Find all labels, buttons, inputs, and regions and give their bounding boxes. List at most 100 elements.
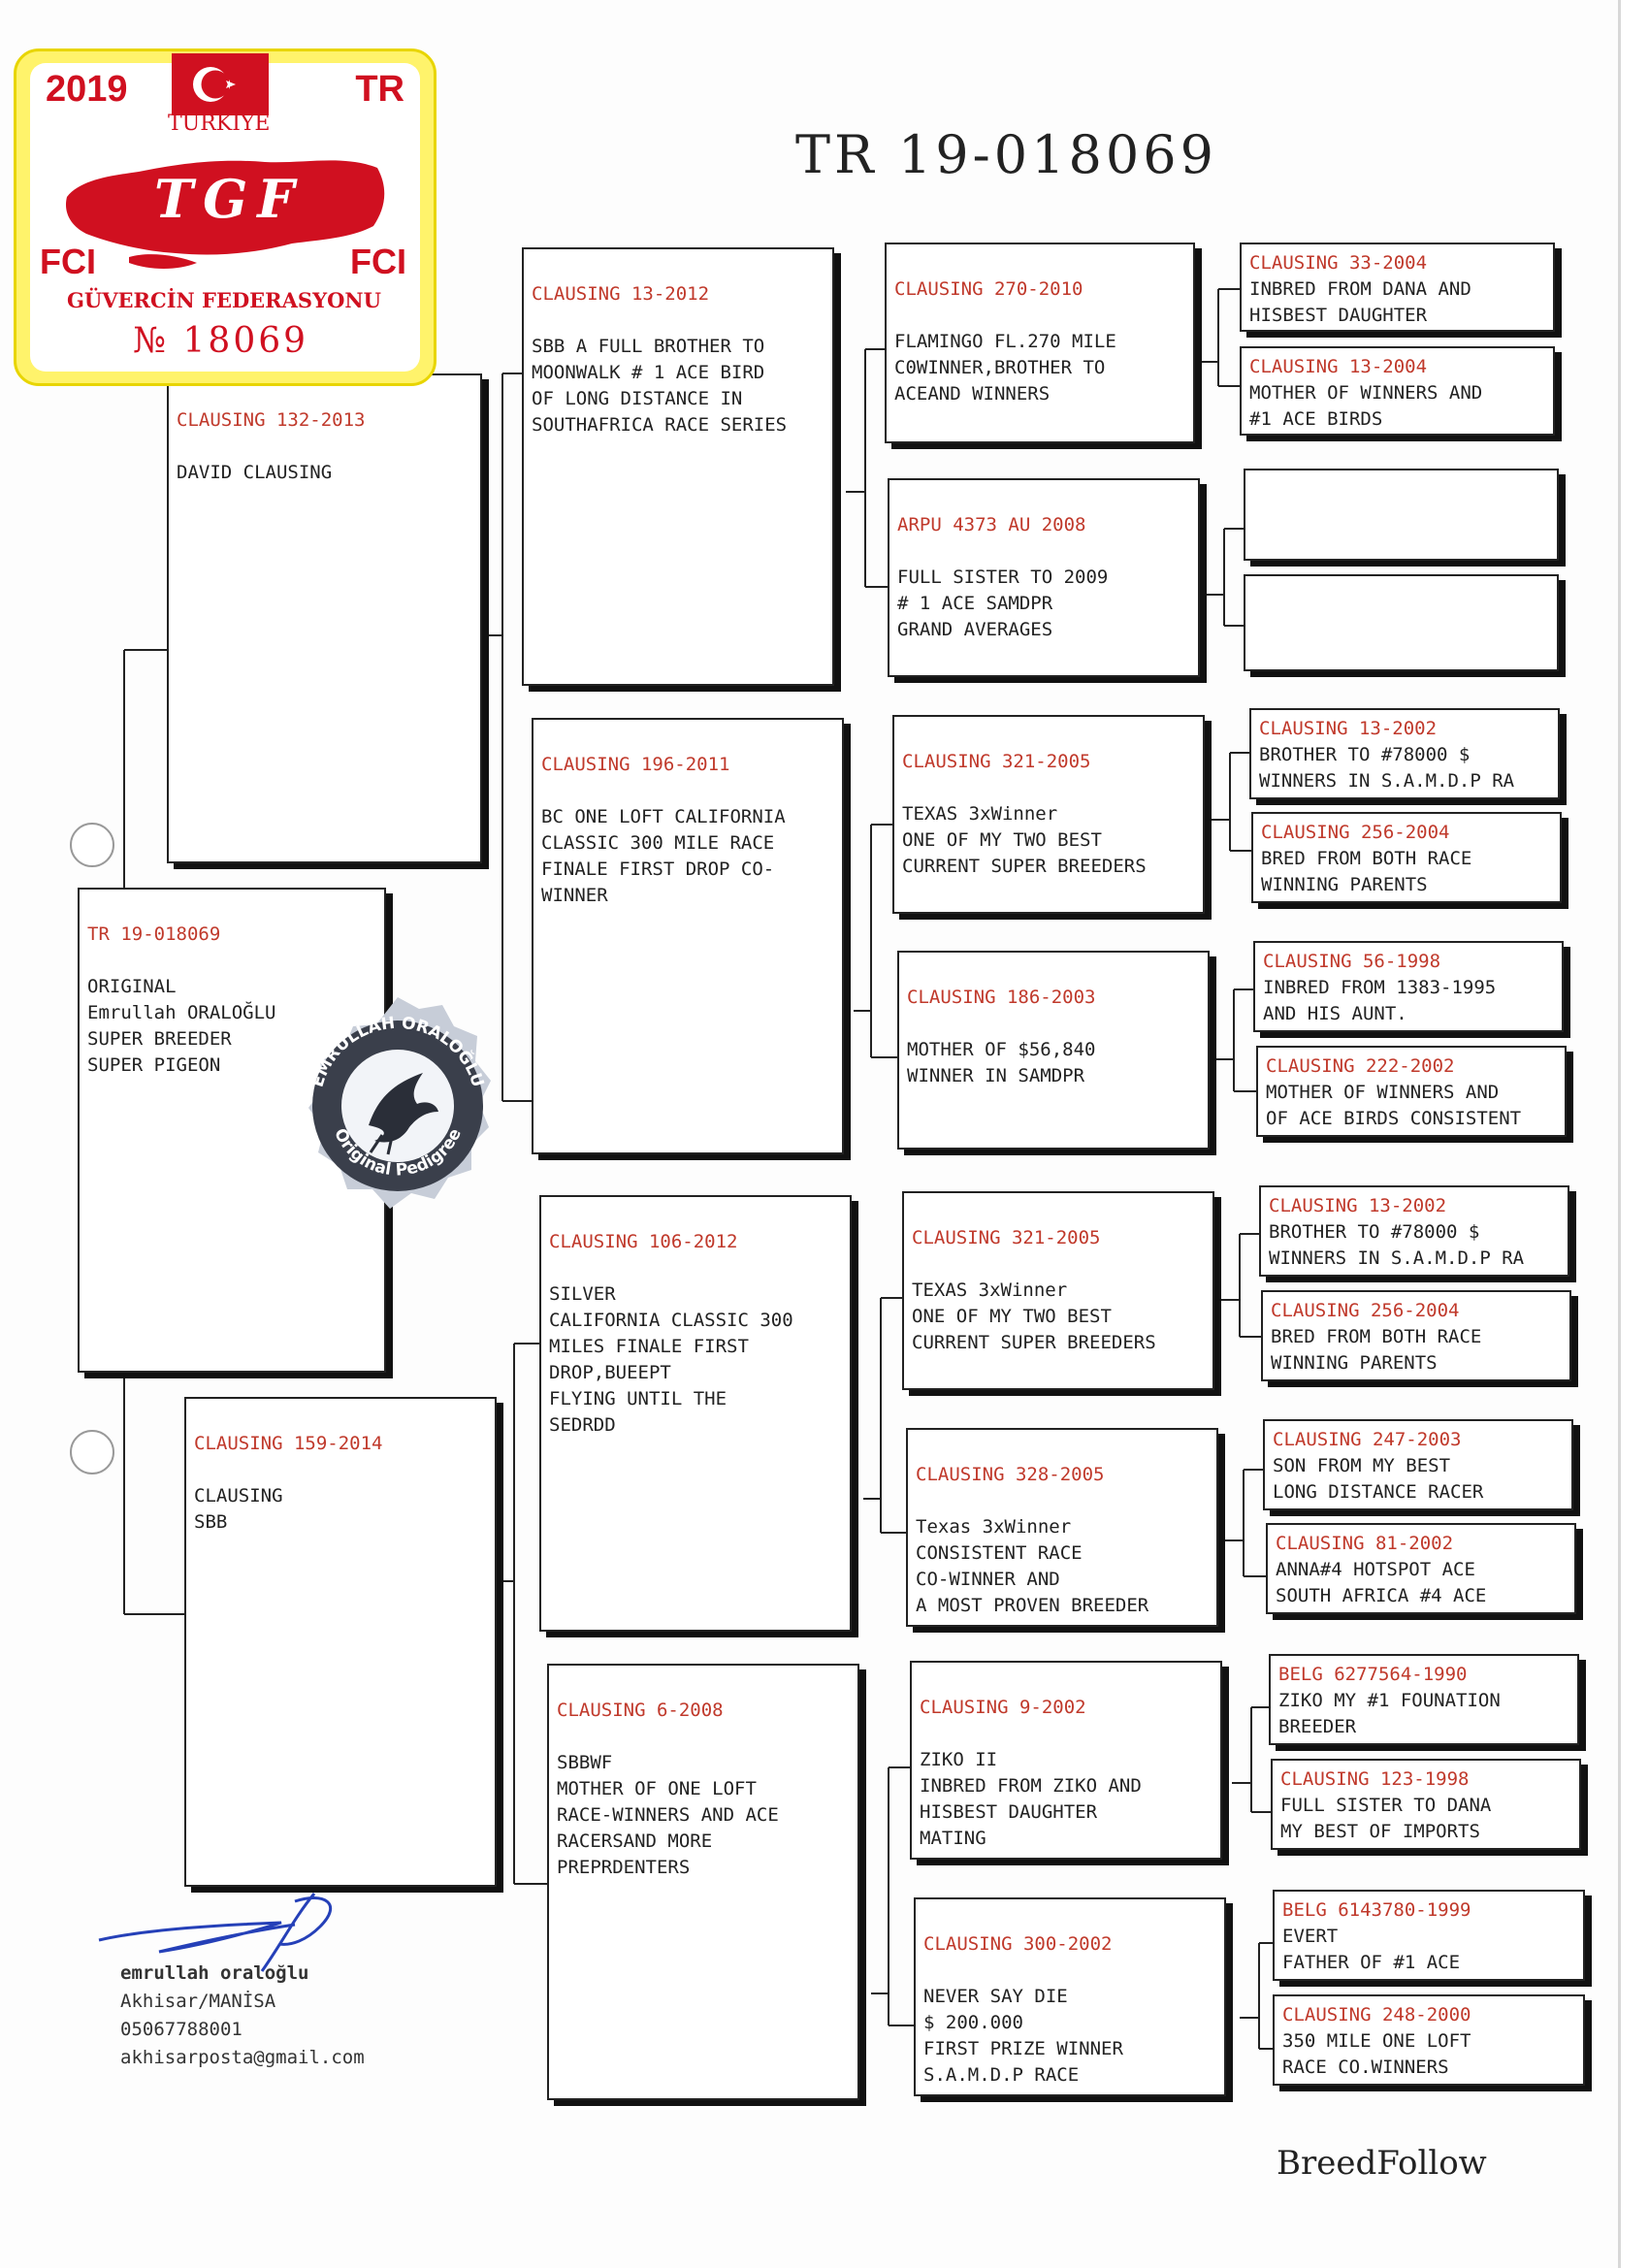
owner-phone: 05067788001 — [120, 2019, 242, 2040]
grandparent-ring: CLAUSING 13-2012 — [532, 283, 710, 305]
great-grandparent-box: ARPU 4373 AU 2008 FULL SISTER TO 2009 # … — [888, 478, 1200, 677]
great-grandparent-text: TEXAS 3xWinner ONE OF MY TWO BEST CURREN… — [912, 1280, 1156, 1353]
ancestor-ring: CLAUSING 256-2004 — [1271, 1300, 1460, 1321]
great-grandparent-box: CLAUSING 321-2005 TEXAS 3xWinner ONE OF … — [902, 1191, 1214, 1390]
grandparent-ring: CLAUSING 6-2008 — [557, 1700, 724, 1721]
great-grandparent-ring: CLAUSING 321-2005 — [902, 751, 1091, 772]
grandparent-box: CLAUSING 106-2012 SILVER CALIFORNIA CLAS… — [539, 1195, 852, 1632]
stamp-fci-left: FCI — [40, 242, 96, 281]
great-grandparent-ring: CLAUSING 186-2003 — [907, 987, 1096, 1008]
turkish-flag-icon — [172, 53, 269, 115]
stamp-country: TÜRKİYE — [168, 112, 271, 136]
sire-text: DAVID CLAUSING — [177, 462, 333, 483]
grandparent-text: SBB A FULL BROTHER TO MOONWALK # 1 ACE B… — [532, 336, 788, 436]
subject-ring: TR 19-018069 — [87, 923, 221, 945]
great-grandparent-ring: CLAUSING 9-2002 — [920, 1697, 1086, 1718]
grandparent-text: BC ONE LOFT CALIFORNIA CLASSIC 300 MILE … — [541, 806, 786, 906]
brand-logo: BreedFollow — [1277, 2144, 1487, 2183]
great-grandparent-text: TEXAS 3xWinner ONE OF MY TWO BEST CURREN… — [902, 803, 1147, 877]
stamp-federation: GÜVERCİN FEDERASYONU — [67, 288, 381, 312]
great-grandparent-text: MOTHER OF $56,840 WINNER IN SAMDPR — [907, 1039, 1096, 1086]
grandparent-ring: CLAUSING 196-2011 — [541, 754, 730, 775]
ancestor-text: SON FROM MY BEST LONG DISTANCE RACER — [1273, 1455, 1484, 1503]
ancestor-text: INBRED FROM 1383-1995 AND HIS AUNT. — [1263, 977, 1497, 1024]
great-grandparent-box: CLAUSING 328-2005 Texas 3xWinner CONSIST… — [906, 1428, 1218, 1627]
grandparent-text: SILVER CALIFORNIA CLASSIC 300 MILES FINA… — [549, 1283, 793, 1436]
great-grandparent-ring: CLAUSING 321-2005 — [912, 1227, 1101, 1248]
grandparent-text: SBBWF MOTHER OF ONE LOFT RACE-WINNERS AN… — [557, 1752, 779, 1878]
turkey-map-icon — [65, 160, 385, 269]
ancestor-ring: CLAUSING 222-2002 — [1266, 1055, 1455, 1077]
subject-text: ORIGINAL Emrullah ORALOĞLU SUPER BREEDER… — [87, 976, 276, 1076]
great-grandparent-box: CLAUSING 321-2005 TEXAS 3xWinner ONE OF … — [892, 715, 1205, 914]
ancestor-text: ZIKO MY #1 FOUNATION BREEDER — [1278, 1690, 1501, 1737]
dam-text: CLAUSING SBB — [194, 1485, 283, 1533]
ancestor-ring: CLAUSING 81-2002 — [1276, 1533, 1454, 1554]
stamp-year: 2019 — [46, 69, 128, 110]
original-pedigree-seal: EMRULLAH ORALOĞLU Original Pedigree — [308, 997, 491, 1209]
owner-location: Akhisar/MANİSA — [120, 1991, 276, 2012]
pigeon-icon — [369, 1073, 438, 1155]
owner-name: emrullah oraloğlu — [120, 1962, 309, 1984]
ancestor-text: 350 MILE ONE LOFT RACE CO.WINNERS — [1282, 2030, 1471, 2078]
grandparent-box: CLAUSING 13-2012 SBB A FULL BROTHER TO M… — [522, 247, 834, 686]
great-grandparent-text: FULL SISTER TO 2009 # 1 ACE SAMDPR GRAND… — [897, 567, 1109, 640]
ancestor-text: BROTHER TO #78000 $ WINNERS IN S.A.M.D.P… — [1259, 744, 1515, 792]
great-grandparent-box: CLAUSING 186-2003 MOTHER OF $56,840 WINN… — [897, 951, 1210, 1150]
great-grandparent-text: FLAMINGO FL.270 MILE C0WINNER,BROTHER TO… — [894, 331, 1116, 405]
great-grandparent-ring: CLAUSING 270-2010 — [894, 278, 1083, 300]
ancestor-text: FULL SISTER TO DANA MY BEST OF IMPORTS — [1280, 1795, 1492, 1842]
certificate-number: TR 19-018069 — [795, 124, 1217, 185]
sire-ring: CLAUSING 132-2013 — [177, 409, 366, 431]
owner-info: emrullah oraloğlu Akhisar/MANİSA 0506778… — [120, 1960, 365, 2072]
stamp-number: № 18069 — [133, 321, 309, 361]
great-grandparent-box: CLAUSING 270-2010 FLAMINGO FL.270 MILE C… — [885, 243, 1195, 443]
ancestor-ring: CLAUSING 56-1998 — [1263, 951, 1441, 972]
ancestor-text: ANNA#4 HOTSPOT ACE SOUTH AFRICA #4 ACE — [1276, 1559, 1487, 1606]
great-grandparent-text: ZIKO II INBRED FROM ZIKO AND HISBEST DAU… — [920, 1749, 1142, 1849]
dam-box: CLAUSING 159-2014 CLAUSING SBB — [184, 1397, 497, 1887]
ancestor-text: MOTHER OF WINNERS AND OF ACE BIRDS CONSI… — [1266, 1082, 1522, 1129]
grandparent-box: CLAUSING 196-2011 BC ONE LOFT CALIFORNIA… — [532, 718, 844, 1154]
ancestor-ring: CLAUSING 13-2002 — [1259, 718, 1438, 739]
signature — [98, 1893, 333, 1972]
dam-ring: CLAUSING 159-2014 — [194, 1433, 383, 1454]
owner-email: akhisarposta@gmail.com — [120, 2047, 365, 2068]
ancestor-ring: BELG 6277564-1990 — [1278, 1664, 1468, 1685]
stamp-fci-right: FCI — [350, 242, 406, 281]
ancestor-ring: CLAUSING 248-2000 — [1282, 2004, 1471, 2025]
ancestor-text: EVERT FATHER OF #1 ACE — [1282, 1926, 1461, 1973]
ancestor-ring: CLAUSING 33-2004 — [1249, 252, 1428, 274]
ancestor-text: BRED FROM BOTH RACE WINNING PARENTS — [1271, 1326, 1482, 1374]
ancestor-text: BRED FROM BOTH RACE WINNING PARENTS — [1261, 848, 1472, 895]
great-grandparent-text: Texas 3xWinner CONSISTENT RACE CO-WINNER… — [916, 1516, 1149, 1616]
great-grandparent-box: CLAUSING 300-2002 NEVER SAY DIE $ 200.00… — [914, 1897, 1226, 2096]
punch-hole-bottom — [70, 1430, 114, 1474]
ancestor-ring: CLAUSING 13-2002 — [1269, 1195, 1447, 1216]
ancestor-box — [1244, 469, 1559, 561]
punch-hole-top — [70, 823, 114, 867]
stamp-country-code: TR — [355, 69, 404, 110]
sire-box: CLAUSING 132-2013 DAVID CLAUSING — [167, 373, 482, 863]
ancestor-box — [1244, 574, 1559, 671]
great-grandparent-ring: ARPU 4373 AU 2008 — [897, 514, 1086, 535]
ancestor-text: BROTHER TO #78000 $ WINNERS IN S.A.M.D.P… — [1269, 1221, 1525, 1269]
great-grandparent-ring: CLAUSING 300-2002 — [923, 1933, 1113, 1955]
ancestor-text: MOTHER OF WINNERS AND #1 ACE BIRDS — [1249, 382, 1483, 430]
great-grandparent-ring: CLAUSING 328-2005 — [916, 1464, 1105, 1485]
grandparent-box: CLAUSING 6-2008 SBBWF MOTHER OF ONE LOFT… — [547, 1664, 859, 2100]
ancestor-ring: CLAUSING 13-2004 — [1249, 356, 1428, 377]
